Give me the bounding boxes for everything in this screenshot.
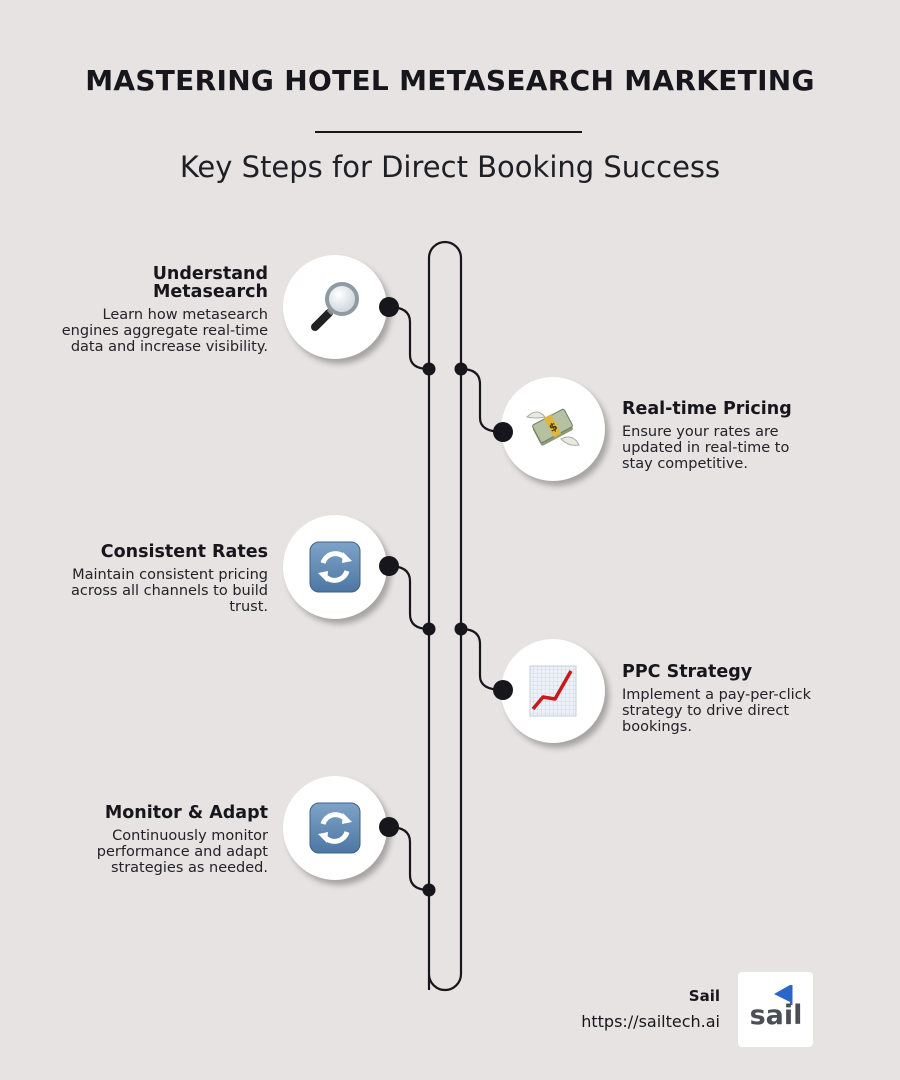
step-title-line: Understand — [152, 264, 268, 284]
step-consistent-rates: Consistent Rates Maintain consistent pri… — [38, 543, 268, 615]
step-title-line: Metasearch — [152, 282, 268, 302]
sail-logo: sail — [738, 972, 813, 1047]
step-icon-circle — [283, 255, 387, 359]
step-icon-circle — [283, 515, 387, 619]
brand-name: Sail — [688, 987, 720, 1005]
step-description: Continuously monitor performance and ada… — [96, 828, 268, 876]
step-description: Implement a pay-per-click strategy to dr… — [622, 687, 812, 735]
step-description: Maintain consistent pricing across all c… — [70, 567, 268, 615]
page-subtitle: Key Steps for Direct Booking Success — [179, 150, 721, 184]
step-real-time-pricing: Real-time Pricing Ensure your rates are … — [622, 400, 862, 472]
step-title: Consistent Rates — [100, 542, 268, 562]
title-divider — [315, 131, 582, 133]
step-ppc-strategy: PPC Strategy Implement a pay-per-click s… — [622, 663, 862, 735]
step-title: Understand Metasearch — [38, 265, 268, 301]
page-title: MASTERING HOTEL METASEARCH MARKETING — [85, 64, 815, 97]
step-title: Real-time Pricing — [622, 399, 792, 419]
step-icon-circle — [501, 639, 605, 743]
sail-flag-icon: sail — [750, 985, 803, 1031]
step-understand-metasearch: Understand Metasearch Learn how metasear… — [38, 265, 268, 355]
money-with-wings-icon: $ — [525, 408, 580, 446]
brand-url-link[interactable]: https://sailtech.ai — [581, 1012, 720, 1031]
step-description: Ensure your rates are updated in real-ti… — [622, 424, 790, 472]
step-title: PPC Strategy — [622, 662, 753, 682]
step-icon-circle: $ — [501, 377, 605, 481]
logo-text: sail — [750, 1000, 803, 1031]
step-monitor-adapt: Monitor & Adapt Continuously monitor per… — [38, 804, 268, 876]
refresh-arrows-icon — [309, 541, 361, 593]
step-icon-circle — [283, 776, 387, 880]
refresh-arrows-icon — [309, 802, 361, 854]
magnifying-glass-icon — [311, 282, 359, 331]
step-title: Monitor & Adapt — [104, 803, 268, 823]
chart-increasing-icon — [529, 665, 577, 717]
step-description: Learn how metasearch engines aggregate r… — [61, 307, 268, 355]
